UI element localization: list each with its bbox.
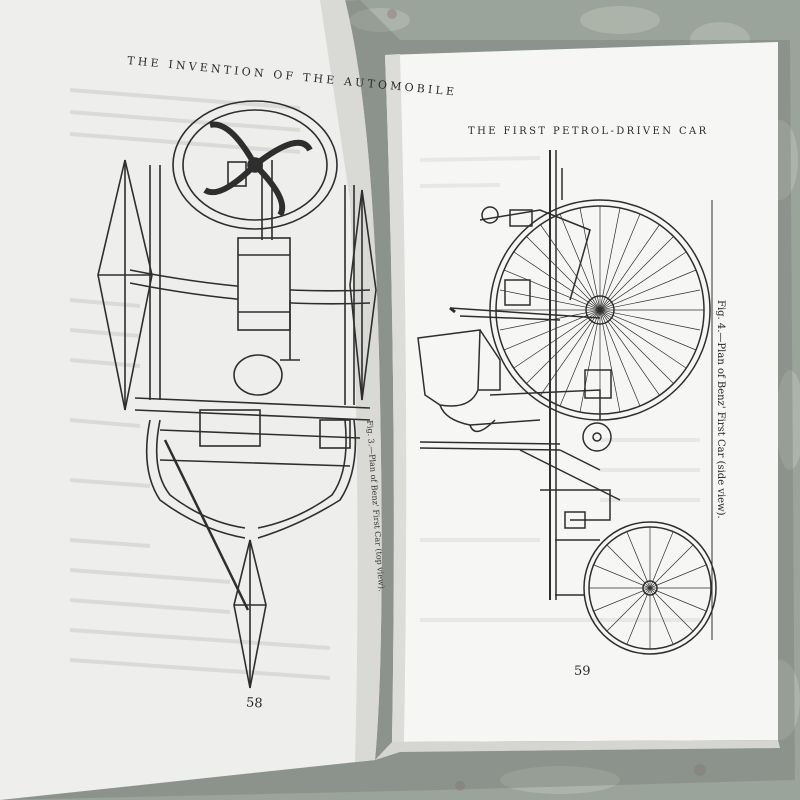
left-gutter-shade bbox=[320, 0, 382, 762]
small-front-wheel bbox=[583, 521, 717, 655]
engine-cylinder bbox=[237, 237, 291, 331]
page-edges bbox=[375, 740, 780, 760]
left-illustration-top-view bbox=[97, 100, 377, 689]
floral-accents bbox=[387, 9, 706, 791]
flywheel bbox=[172, 100, 338, 230]
right-gutter-shade bbox=[385, 54, 407, 742]
right-page-header: THE FIRST PETROL-DRIVEN CAR bbox=[468, 126, 709, 137]
right-illustration-side-view bbox=[417, 150, 717, 655]
right-page bbox=[385, 42, 778, 742]
right-figure-caption: Fig. 4.—Plan of Benz' First Car (side vi… bbox=[715, 300, 726, 519]
left-page-number: 58 bbox=[245, 695, 263, 712]
right-page-number: 59 bbox=[574, 664, 591, 679]
right-page-faint-text bbox=[419, 156, 700, 622]
left-page-faint-text bbox=[69, 88, 331, 680]
